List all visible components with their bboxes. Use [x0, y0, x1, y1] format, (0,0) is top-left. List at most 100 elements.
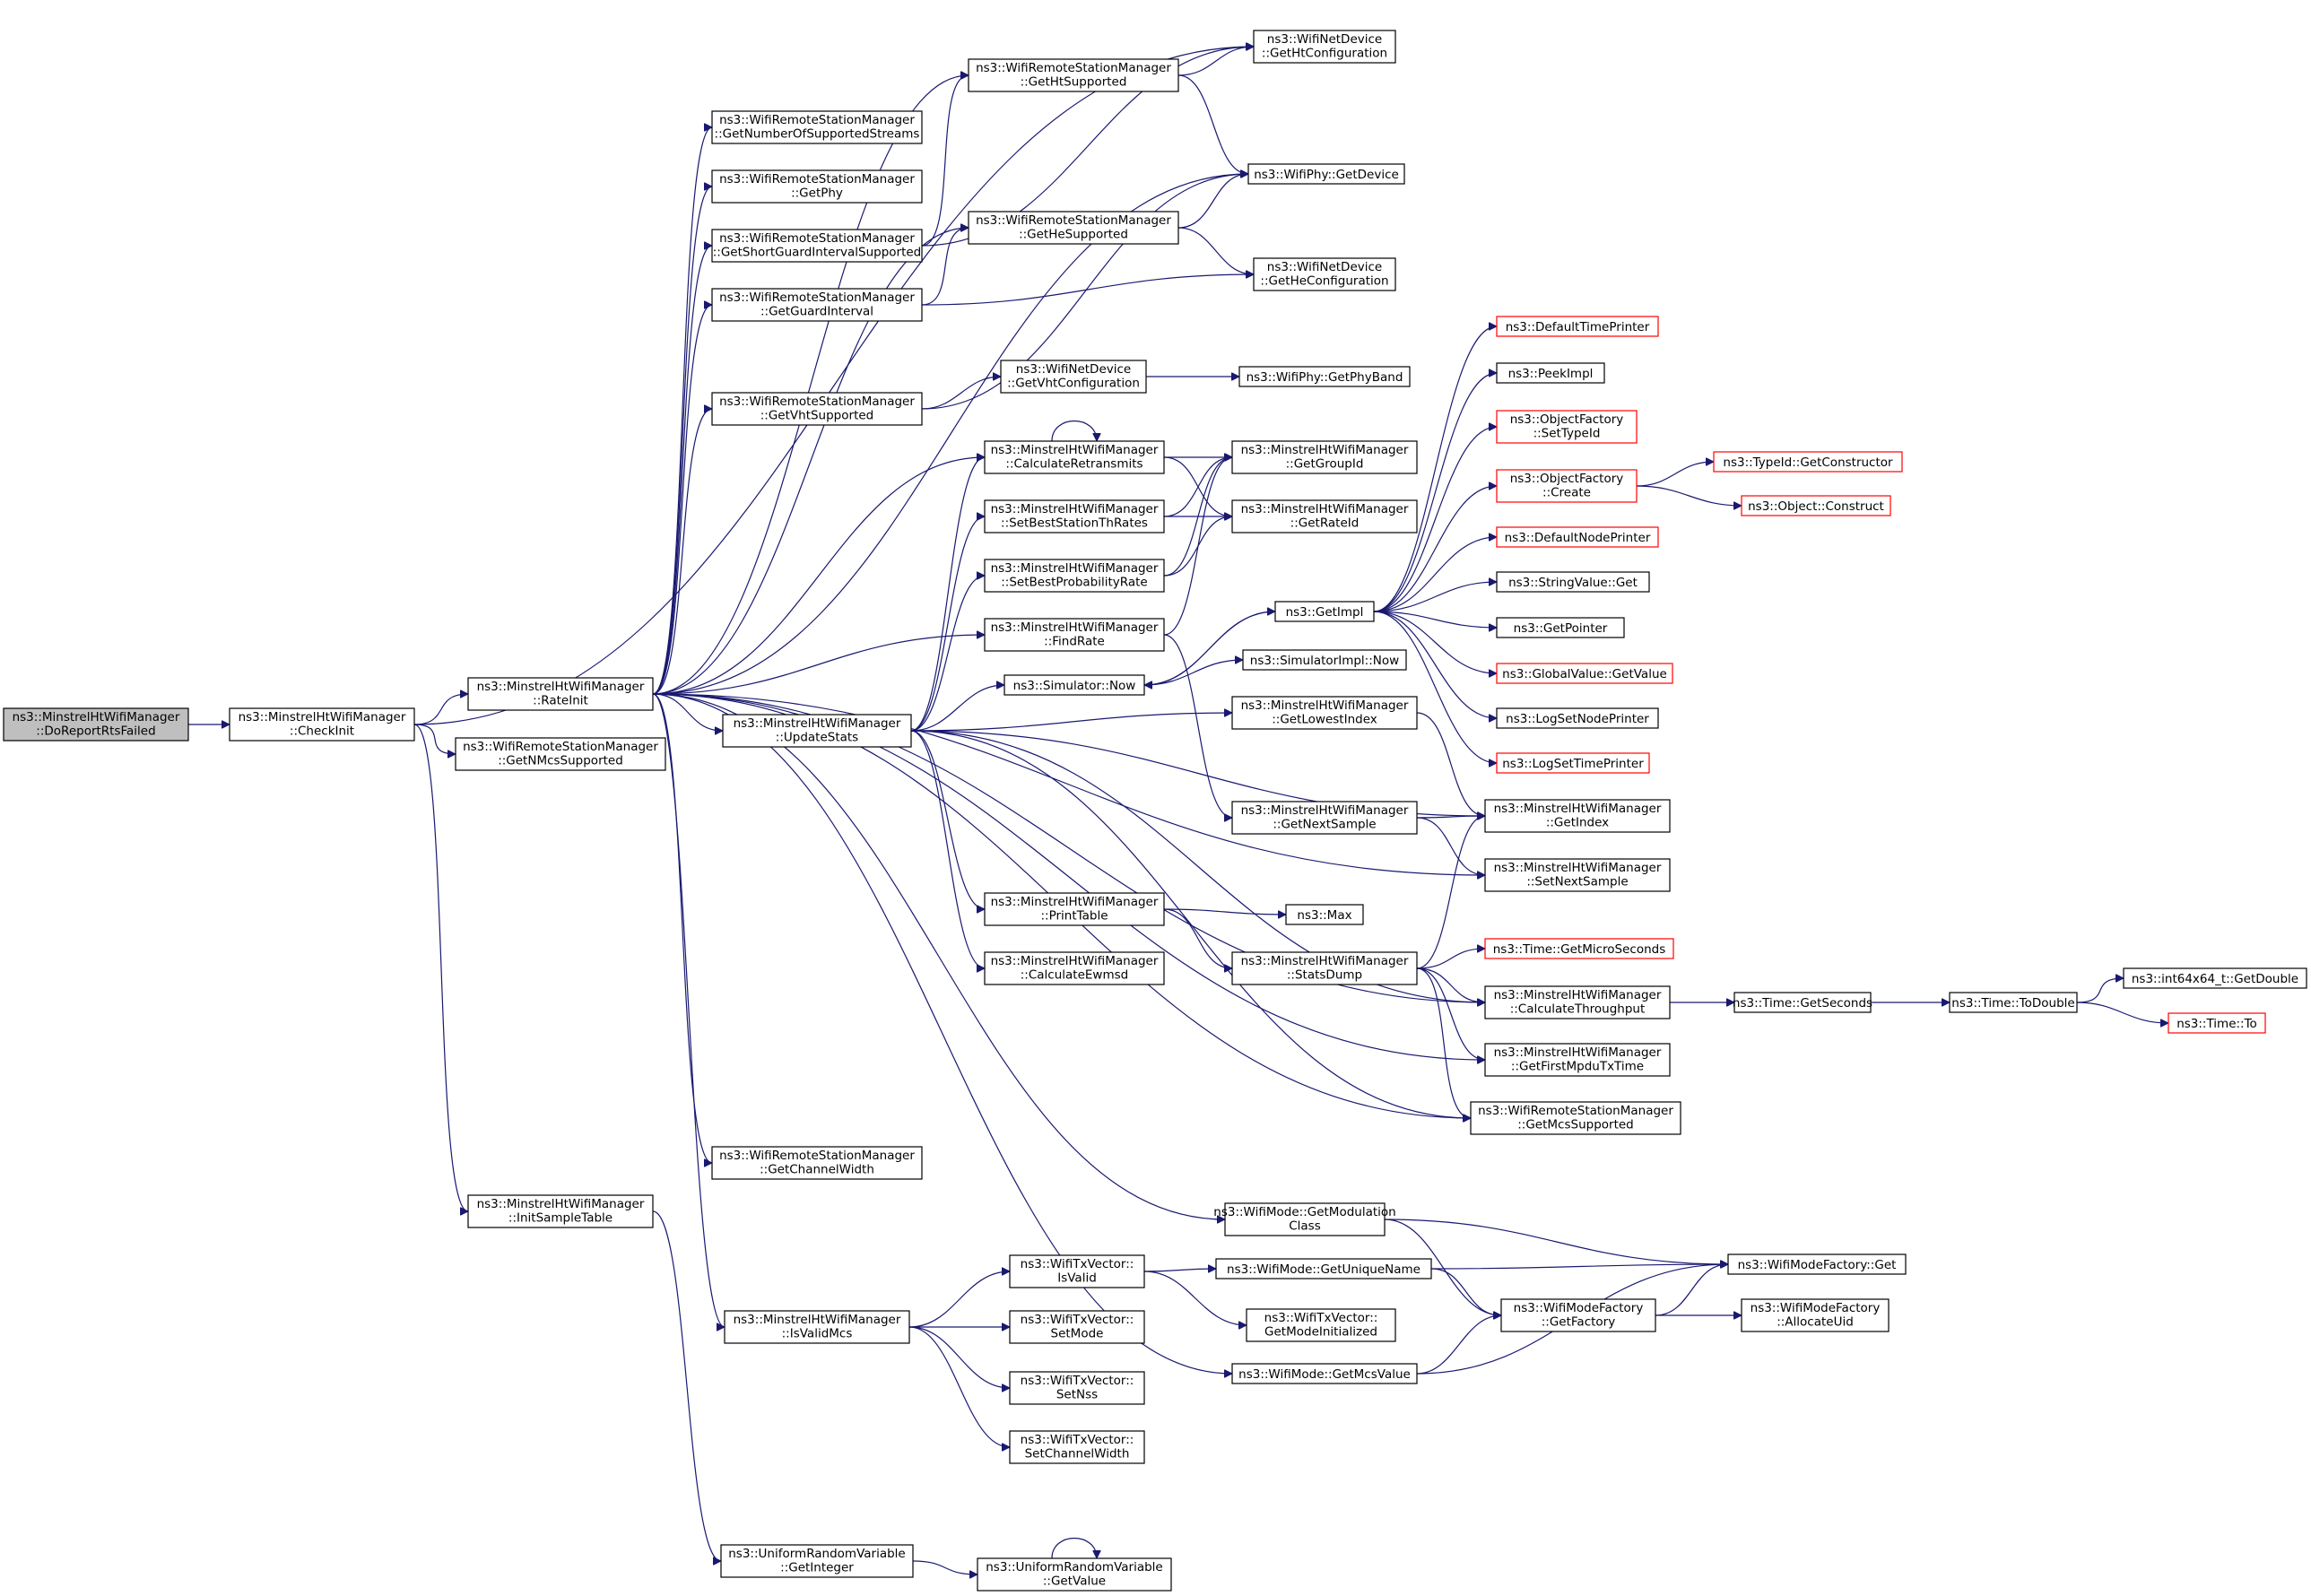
node-box	[1484, 799, 1671, 833]
graph-node-getvhtconf[interactable]: ns3::WifiNetDevice::GetVhtConfiguration	[1000, 360, 1147, 394]
node-label: ns3::MinstrelHtWifiManager	[991, 561, 1159, 576]
node-label: ns3::SimulatorImpl::Now	[1250, 654, 1399, 668]
call-edge	[413, 724, 469, 1211]
graph-node-deftimeprinter[interactable]: ns3::DefaultTimePrinter	[1496, 316, 1659, 337]
node-box	[1231, 1363, 1418, 1384]
graph-node-max[interactable]: ns3::Max	[1285, 904, 1364, 925]
node-box	[1496, 663, 1673, 684]
graph-node-wmfget[interactable]: ns3::WifiModeFactory::Get	[1727, 1253, 1907, 1275]
graph-node-getvalue[interactable]: ns3::UniformRandomVariable::GetValue	[977, 1557, 1172, 1592]
node-label: ns3::ObjectFactory	[1510, 412, 1624, 427]
graph-node-root[interactable]: ns3::MinstrelHtWifiManager::DoReportRtsF…	[3, 707, 189, 742]
graph-node-simimplnow[interactable]: ns3::SimulatorImpl::Now	[1242, 649, 1407, 671]
graph-node-initsample[interactable]: ns3::MinstrelHtWifiManager::InitSampleTa…	[467, 1194, 654, 1228]
graph-node-setbeststth[interactable]: ns3::MinstrelHtWifiManager::SetBestStati…	[984, 499, 1165, 533]
graph-node-txsetchw[interactable]: ns3::WifiTxVector::SetChannelWidth	[1009, 1430, 1145, 1464]
node-label: GetModeInitialized	[1264, 1325, 1377, 1340]
graph-node-isvalidmcs[interactable]: ns3::MinstrelHtWifiManager::IsValidMcs	[724, 1310, 910, 1344]
call-edge	[1416, 816, 1485, 818]
graph-node-calcretrans[interactable]: ns3::MinstrelHtWifiManager::CalculateRet…	[984, 440, 1165, 474]
graph-node-printtable[interactable]: ns3::MinstrelHtWifiManager::PrintTable	[984, 892, 1165, 926]
node-label: ::GetHeConfiguration	[1260, 274, 1388, 289]
graph-node-gethesup[interactable]: ns3::WifiRemoteStationManager::GetHeSupp…	[968, 211, 1179, 245]
node-box	[2123, 967, 2307, 989]
node-box	[3, 707, 189, 742]
node-box	[711, 288, 923, 322]
node-label: ::GetRateId	[1290, 516, 1360, 531]
graph-node-int64getdouble[interactable]: ns3::int64x64_t::GetDouble	[2123, 967, 2307, 989]
graph-node-rateinit[interactable]: ns3::MinstrelHtWifiManager::RateInit	[467, 677, 654, 711]
graph-node-setnextsample[interactable]: ns3::MinstrelHtWifiManager::SetNextSampl…	[1484, 858, 1671, 892]
graph-node-wmfgetfactory[interactable]: ns3::WifiModeFactory::GetFactory	[1500, 1298, 1656, 1332]
call-edge	[1430, 1268, 1501, 1315]
graph-node-stringget[interactable]: ns3::StringValue::Get	[1496, 571, 1650, 593]
graph-node-txsetnss[interactable]: ns3::WifiTxVector::SetNss	[1009, 1371, 1145, 1405]
graph-node-getnumstreams[interactable]: ns3::WifiRemoteStationManager::GetNumber…	[711, 110, 923, 144]
graph-node-getpointer[interactable]: ns3::GetPointer	[1496, 617, 1625, 638]
graph-node-gethtsup[interactable]: ns3::WifiRemoteStationManager::GetHtSupp…	[968, 58, 1179, 92]
graph-node-typeidgetctor[interactable]: ns3::TypeId::GetConstructor	[1713, 451, 1903, 473]
node-box	[984, 499, 1165, 533]
graph-node-statsdump[interactable]: ns3::MinstrelHtWifiManager::StatsDump	[1231, 951, 1418, 985]
node-label: ns3::MinstrelHtWifiManager	[734, 1313, 901, 1327]
call-edge	[1373, 373, 1497, 612]
graph-node-calcthroughput[interactable]: ns3::MinstrelHtWifiManager::CalculateThr…	[1484, 985, 1671, 1019]
node-box	[711, 392, 923, 426]
graph-node-getphy[interactable]: ns3::WifiRemoteStationManager::GetPhy	[711, 169, 923, 204]
graph-node-getgroupid[interactable]: ns3::MinstrelHtWifiManager::GetGroupId	[1231, 440, 1418, 474]
node-label: ns3::MinstrelHtWifiManager	[1494, 1045, 1662, 1060]
graph-node-defnodeprinter[interactable]: ns3::DefaultNodePrinter	[1496, 526, 1659, 548]
node-box	[1253, 257, 1396, 291]
graph-node-getinteger[interactable]: ns3::UniformRandomVariable::GetInteger	[720, 1544, 914, 1578]
node-box	[1231, 951, 1418, 985]
graph-node-findrate[interactable]: ns3::MinstrelHtWifiManager::FindRate	[984, 618, 1165, 652]
node-label: ns3::MinstrelHtWifiManager	[1241, 954, 1409, 968]
graph-node-timetodouble[interactable]: ns3::Time::ToDouble	[1949, 992, 2078, 1013]
graph-node-ofsettypeid[interactable]: ns3::ObjectFactory::SetTypeId	[1496, 410, 1638, 444]
graph-node-getfirstmpdu[interactable]: ns3::MinstrelHtWifiManager::GetFirstMpdu…	[1484, 1043, 1671, 1077]
graph-node-simnow[interactable]: ns3::Simulator::Now	[1003, 674, 1145, 696]
graph-node-getnmcs[interactable]: ns3::WifiRemoteStationManager::GetNMcsSu…	[455, 737, 666, 771]
graph-node-timegetseconds[interactable]: ns3::Time::GetSeconds	[1733, 992, 1872, 1013]
graph-node-checkinit[interactable]: ns3::MinstrelHtWifiManager::CheckInit	[229, 707, 415, 742]
graph-node-getmcsvalue[interactable]: ns3::WifiMode::GetMcsValue	[1231, 1363, 1418, 1384]
node-box	[977, 1557, 1172, 1592]
graph-node-phygetdevice[interactable]: ns3::WifiPhy::GetDevice	[1247, 163, 1405, 185]
graph-node-getsgi[interactable]: ns3::WifiRemoteStationManager::GetShortG…	[711, 229, 923, 263]
graph-node-setbestprob[interactable]: ns3::MinstrelHtWifiManager::SetBestProba…	[984, 559, 1165, 593]
graph-node-ofcreate[interactable]: ns3::ObjectFactory::Create	[1496, 469, 1638, 503]
graph-node-getvht[interactable]: ns3::WifiRemoteStationManager::GetVhtSup…	[711, 392, 923, 426]
graph-node-timeto[interactable]: ns3::Time::To	[2168, 1012, 2266, 1034]
graph-node-calcewmsd[interactable]: ns3::MinstrelHtWifiManager::CalculateEwm…	[984, 951, 1165, 985]
graph-node-getchw[interactable]: ns3::WifiRemoteStationManager::GetChanne…	[711, 1146, 923, 1180]
graph-node-updatestats[interactable]: ns3::MinstrelHtWifiManager::UpdateStats	[722, 714, 912, 748]
graph-node-getimpl[interactable]: ns3::GetImpl	[1274, 601, 1375, 622]
graph-node-logsetnode[interactable]: ns3::LogSetNodePrinter	[1496, 707, 1659, 729]
call-edge	[2076, 1002, 2168, 1023]
graph-node-getindex[interactable]: ns3::MinstrelHtWifiManager::GetIndex	[1484, 799, 1671, 833]
node-box	[984, 559, 1165, 593]
graph-node-wmfallocuid[interactable]: ns3::WifiModeFactory::AllocateUid	[1741, 1298, 1890, 1332]
graph-node-peekimpl[interactable]: ns3::PeekImpl	[1496, 362, 1605, 384]
graph-node-getgi[interactable]: ns3::WifiRemoteStationManager::GetGuardI…	[711, 288, 923, 322]
node-label: ::SetBestStationThRates	[1001, 516, 1148, 531]
graph-node-getphyband[interactable]: ns3::WifiPhy::GetPhyBand	[1238, 366, 1411, 387]
graph-node-gethtconf[interactable]: ns3::WifiNetDevice::GetHtConfiguration	[1253, 30, 1396, 64]
node-box	[1741, 1298, 1890, 1332]
graph-node-getrateid[interactable]: ns3::MinstrelHtWifiManager::GetRateId	[1231, 499, 1418, 533]
graph-node-gethecconf[interactable]: ns3::WifiNetDevice::GetHeConfiguration	[1253, 257, 1396, 291]
graph-node-getmodeinit[interactable]: ns3::WifiTxVector::GetModeInitialized	[1246, 1308, 1396, 1342]
graph-node-txisvalid[interactable]: ns3::WifiTxVector::IsValid	[1009, 1254, 1145, 1288]
graph-node-getlowest[interactable]: ns3::MinstrelHtWifiManager::GetLowestInd…	[1231, 696, 1418, 730]
graph-node-logsettime[interactable]: ns3::LogSetTimePrinter	[1496, 752, 1650, 774]
graph-node-objconstruct[interactable]: ns3::Object::Construct	[1741, 495, 1891, 516]
graph-node-getmicro[interactable]: ns3::Time::GetMicroSeconds	[1484, 938, 1674, 959]
graph-node-txsetmode[interactable]: ns3::WifiTxVector::SetMode	[1009, 1310, 1145, 1344]
graph-node-getuniquename[interactable]: ns3::WifiMode::GetUniqueName	[1215, 1258, 1432, 1279]
graph-node-gvgetvalue[interactable]: ns3::GlobalValue::GetValue	[1496, 663, 1673, 684]
node-label: ::GetHtSupported	[1021, 75, 1127, 90]
node-box	[1285, 904, 1364, 925]
graph-node-getnextsample[interactable]: ns3::MinstrelHtWifiManager::GetNextSampl…	[1231, 801, 1418, 835]
graph-node-getmcssup[interactable]: ns3::WifiRemoteStationManager::GetMcsSup…	[1470, 1101, 1681, 1135]
